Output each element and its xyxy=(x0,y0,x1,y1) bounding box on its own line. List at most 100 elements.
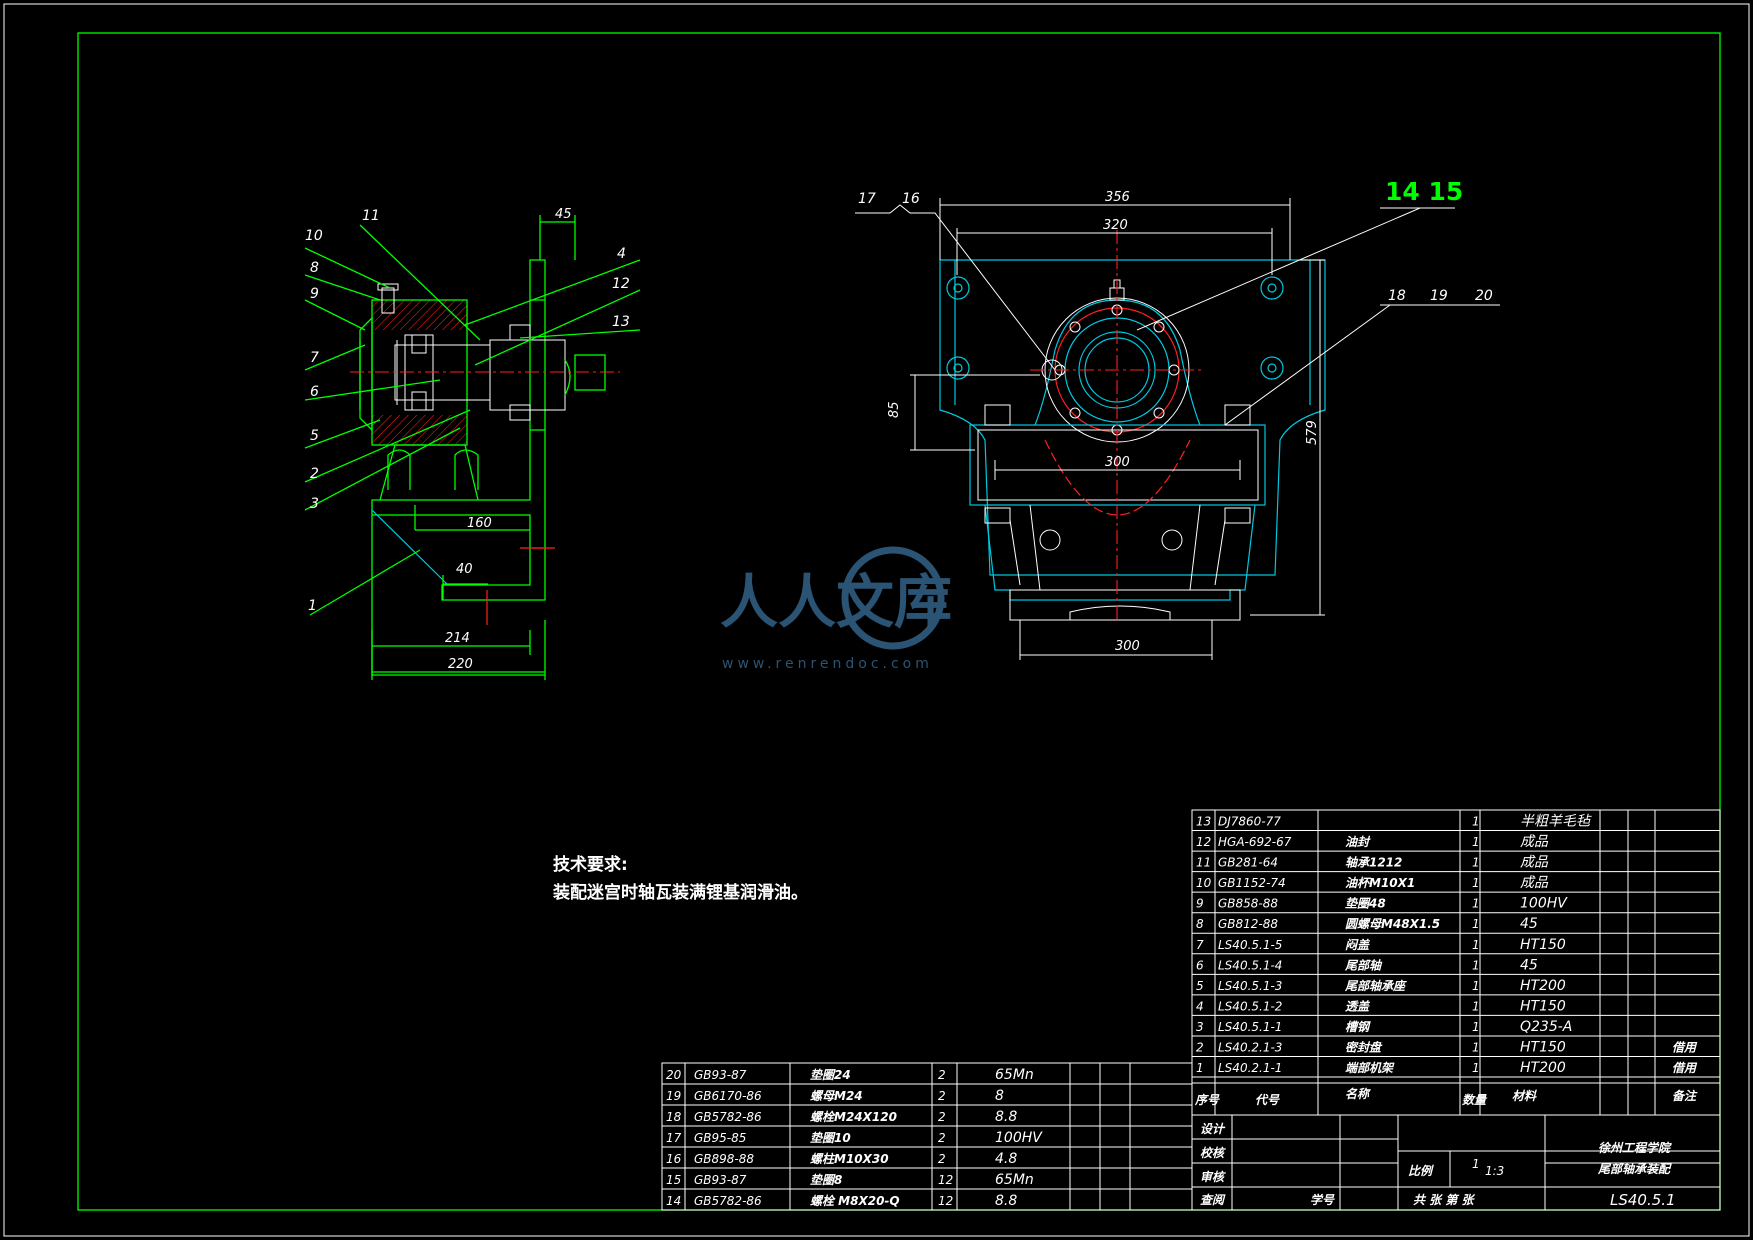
part-qty: 1 xyxy=(1472,897,1480,911)
label-16: 16 xyxy=(902,191,920,207)
part-note: 借用 xyxy=(1672,1061,1698,1075)
part-name: 螺母M24 xyxy=(810,1089,863,1103)
part-material: 成品 xyxy=(1520,855,1549,871)
dim-320: 320 xyxy=(1103,218,1128,233)
part-name: 圆螺母M48X1.5 xyxy=(1345,917,1440,931)
part-material: 半粗羊毛毡 xyxy=(1520,814,1592,830)
label-4: 4 xyxy=(617,246,626,262)
part-name: 垫圈48 xyxy=(1345,897,1386,911)
part-qty: 1 xyxy=(1472,835,1480,849)
part-qty: 2 xyxy=(938,1068,946,1082)
part-code: LS40.5.1-1 xyxy=(1218,1020,1282,1034)
part-no: 20 xyxy=(666,1068,682,1082)
part-material: Q235-A xyxy=(1520,1019,1572,1035)
part-name: 垫圈8 xyxy=(810,1173,842,1187)
tb-standard: 查阅 xyxy=(1200,1193,1226,1207)
part-name: 垫圈24 xyxy=(810,1068,851,1082)
part-name: 尾部轴承座 xyxy=(1344,979,1407,993)
part-no: 10 xyxy=(1196,876,1212,890)
header-code: 代号 xyxy=(1255,1093,1280,1107)
part-qty: 1 xyxy=(1472,938,1480,952)
frame-bolt-holes xyxy=(946,276,1284,380)
part-code: GB6170-86 xyxy=(694,1089,762,1103)
tb-design: 设计 xyxy=(1200,1122,1226,1136)
label-17: 17 xyxy=(858,191,876,207)
part-material: HT150 xyxy=(1520,1039,1566,1055)
part-name: 油封 xyxy=(1345,835,1371,849)
label-9: 9 xyxy=(310,286,319,302)
part-code: GB898-88 xyxy=(694,1152,754,1166)
part-material: 成品 xyxy=(1520,834,1549,850)
dim-45: 45 xyxy=(555,207,572,222)
tb-scale-qty: 1 xyxy=(1472,1157,1480,1171)
part-code: GB93-87 xyxy=(694,1173,747,1187)
part-code: LS40.5.1-3 xyxy=(1218,979,1282,993)
label-8: 8 xyxy=(310,260,319,276)
watermark-brand: 人人文库 xyxy=(720,568,952,636)
part-qty: 2 xyxy=(938,1152,946,1166)
dim-220: 220 xyxy=(448,657,473,672)
part-material: 45 xyxy=(1520,957,1538,973)
tb-sheets: 共 张 第 张 xyxy=(1413,1193,1476,1207)
part-no: 17 xyxy=(666,1131,682,1145)
part-no: 9 xyxy=(1196,897,1204,911)
part-no: 1 xyxy=(1196,1061,1204,1075)
watermark: 人人文库 www.renrendoc.com xyxy=(720,546,952,672)
part-qty: 1 xyxy=(1472,1040,1480,1054)
part-no: 14 xyxy=(666,1194,681,1208)
part-code: GB1152-74 xyxy=(1218,876,1286,890)
part-no: 18 xyxy=(666,1110,682,1124)
part-material: HT150 xyxy=(1520,998,1566,1014)
part-material: HT200 xyxy=(1520,978,1566,994)
part-no: 3 xyxy=(1196,1020,1204,1034)
part-name: 槽钢 xyxy=(1345,1020,1371,1034)
part-qty: 1 xyxy=(1472,856,1480,870)
label-19: 19 xyxy=(1430,288,1448,304)
tb-drawing-name: 尾部轴承装配 xyxy=(1597,1162,1672,1176)
part-qty: 1 xyxy=(1472,815,1480,829)
front-view: 356 320 85 300 579 300 17 16 14 15 18 19… xyxy=(855,177,1500,660)
part-code: LS40.2.1-1 xyxy=(1218,1061,1282,1075)
part-material: 8.8 xyxy=(995,1193,1017,1209)
part-material: 65Mn xyxy=(995,1067,1034,1083)
part-name: 螺栓M24X120 xyxy=(810,1110,897,1124)
part-no: 11 xyxy=(1196,856,1211,870)
tb-scale-label: 比例 xyxy=(1408,1164,1434,1178)
part-qty: 12 xyxy=(938,1194,953,1208)
part-name: 密封盘 xyxy=(1345,1040,1383,1054)
label-13: 13 xyxy=(612,314,630,330)
label-10: 10 xyxy=(305,228,323,244)
part-code: GB812-88 xyxy=(1218,917,1278,931)
part-qty: 2 xyxy=(938,1110,946,1124)
label-20: 20 xyxy=(1475,288,1493,304)
dim-300b: 300 xyxy=(1115,639,1140,654)
dim-160: 160 xyxy=(467,516,492,531)
tb-drawing-no: LS40.5.1 xyxy=(1610,1191,1676,1209)
tb-review: 审核 xyxy=(1200,1170,1226,1184)
part-qty: 1 xyxy=(1472,1020,1480,1034)
tb-school: 徐州工程学院 xyxy=(1598,1141,1672,1155)
part-qty: 12 xyxy=(938,1173,953,1187)
label-12: 12 xyxy=(612,276,630,292)
part-code: DJ7860-77 xyxy=(1218,815,1281,829)
part-name: 油杯M10X1 xyxy=(1345,876,1415,890)
part-no: 6 xyxy=(1196,958,1204,972)
part-code: GB858-88 xyxy=(1218,897,1278,911)
part-material: 100HV xyxy=(1520,896,1568,912)
part-no: 12 xyxy=(1196,835,1211,849)
label-5: 5 xyxy=(310,428,319,444)
part-code: LS40.2.1-3 xyxy=(1218,1040,1282,1054)
part-code: LS40.5.1-5 xyxy=(1218,938,1282,952)
part-material: HT150 xyxy=(1520,937,1566,953)
part-no: 13 xyxy=(1196,815,1211,829)
dim-85: 85 xyxy=(887,401,902,418)
header-material: 材料 xyxy=(1512,1089,1537,1103)
part-material: 4.8 xyxy=(995,1151,1017,1167)
dim-40: 40 xyxy=(456,562,473,577)
part-name: 螺柱M10X30 xyxy=(810,1152,889,1166)
part-qty: 1 xyxy=(1472,999,1480,1013)
label-7: 7 xyxy=(310,350,319,366)
part-no: 2 xyxy=(1196,1040,1204,1054)
label-6: 6 xyxy=(310,384,319,400)
label-1: 1 xyxy=(308,598,317,614)
